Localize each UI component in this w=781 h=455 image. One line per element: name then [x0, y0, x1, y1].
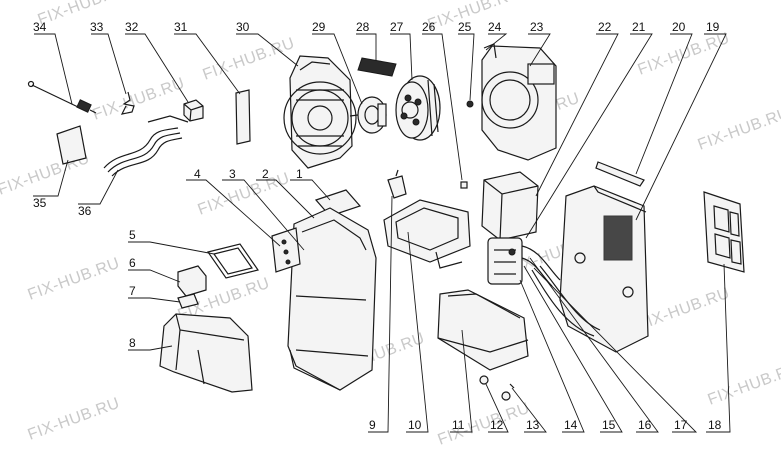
callout-5: 5	[129, 228, 136, 242]
part-5-clip	[207, 243, 259, 279]
callout-27: 27	[390, 20, 404, 34]
callout-17: 17	[674, 418, 688, 432]
part-19-rear-cover	[559, 185, 649, 353]
callout-32: 32	[125, 20, 139, 34]
watermark-text: FIX-HUB.RU	[26, 255, 123, 304]
watermark-text: FIX-HUB.RU	[696, 105, 781, 154]
watermark-text: FIX-HUB.RU	[636, 285, 733, 334]
watermark-text: FIX-HUB.RU	[196, 170, 293, 219]
part-28-mesh	[357, 57, 397, 77]
part-22-evaporator	[481, 171, 539, 241]
callout-14: 14	[564, 418, 578, 432]
leader-lines	[33, 33, 731, 433]
watermark-text: FIX-HUB.RU	[426, 0, 523, 34]
part-2-front-cover	[287, 207, 377, 391]
callout-26: 26	[422, 20, 436, 34]
callout-20: 20	[672, 20, 686, 34]
part-18-filter	[703, 191, 745, 273]
part-26-screw	[460, 181, 468, 189]
callout-8: 8	[129, 336, 136, 350]
callout-34: 34	[33, 20, 47, 34]
callout-24: 24	[488, 20, 502, 34]
part-31-pad	[235, 89, 251, 145]
callout-25: 25	[458, 20, 472, 34]
part-33-wire	[120, 91, 135, 115]
part-36-harness	[103, 115, 189, 177]
part-27-impeller	[395, 75, 441, 141]
callout-10: 10	[408, 418, 422, 432]
part-10-tray	[383, 199, 471, 269]
callout-36: 36	[78, 204, 92, 218]
part-25-nut	[466, 100, 474, 108]
part-6-switch	[177, 265, 207, 297]
watermark-text: FIX-HUB.RU	[436, 400, 533, 449]
callout-12: 12	[490, 418, 504, 432]
callout-31: 31	[174, 20, 188, 34]
part-13-spring	[509, 383, 515, 389]
part-34-power-cord	[27, 80, 97, 114]
callout-labels: 34 33 32 31 30 29 28 27 26 25 24 23 22 2…	[33, 20, 722, 432]
part-20-handle	[595, 161, 645, 187]
callout-1: 1	[296, 167, 303, 181]
part-11-water-bucket	[437, 289, 529, 371]
part-8-bracket	[159, 313, 253, 393]
part-4-control-board	[271, 227, 301, 273]
callout-13: 13	[526, 418, 540, 432]
callout-28: 28	[356, 20, 370, 34]
callout-7: 7	[129, 284, 136, 298]
callout-11: 11	[452, 418, 465, 432]
callout-9: 9	[369, 418, 376, 432]
callout-23: 23	[530, 20, 544, 34]
callout-4: 4	[194, 167, 201, 181]
callout-6: 6	[129, 256, 136, 270]
part-30-fan-housing	[283, 55, 357, 169]
part-7-block	[177, 293, 199, 309]
part-29-motor	[349, 96, 387, 134]
callout-29: 29	[312, 20, 326, 34]
watermark-text: FIX-HUB.RU	[26, 395, 123, 444]
callout-22: 22	[598, 20, 612, 34]
callout-15: 15	[602, 418, 616, 432]
callout-33: 33	[90, 20, 104, 34]
callout-21: 21	[632, 20, 646, 34]
part-23-volute-housing	[481, 43, 557, 161]
part-12-washer	[479, 375, 511, 401]
part-32-block	[183, 99, 204, 122]
callout-30: 30	[236, 20, 250, 34]
callout-3: 3	[229, 167, 236, 181]
watermark-text: FIX-HUB.RU	[706, 360, 781, 409]
callout-19: 19	[706, 20, 720, 34]
part-9-float	[387, 169, 407, 199]
watermark-text: FIX-HUB.RU	[36, 0, 133, 29]
callout-16: 16	[638, 418, 652, 432]
callout-35: 35	[33, 196, 47, 210]
callout-2: 2	[262, 167, 269, 181]
part-35-sheet	[56, 125, 87, 165]
callout-18: 18	[708, 418, 722, 432]
